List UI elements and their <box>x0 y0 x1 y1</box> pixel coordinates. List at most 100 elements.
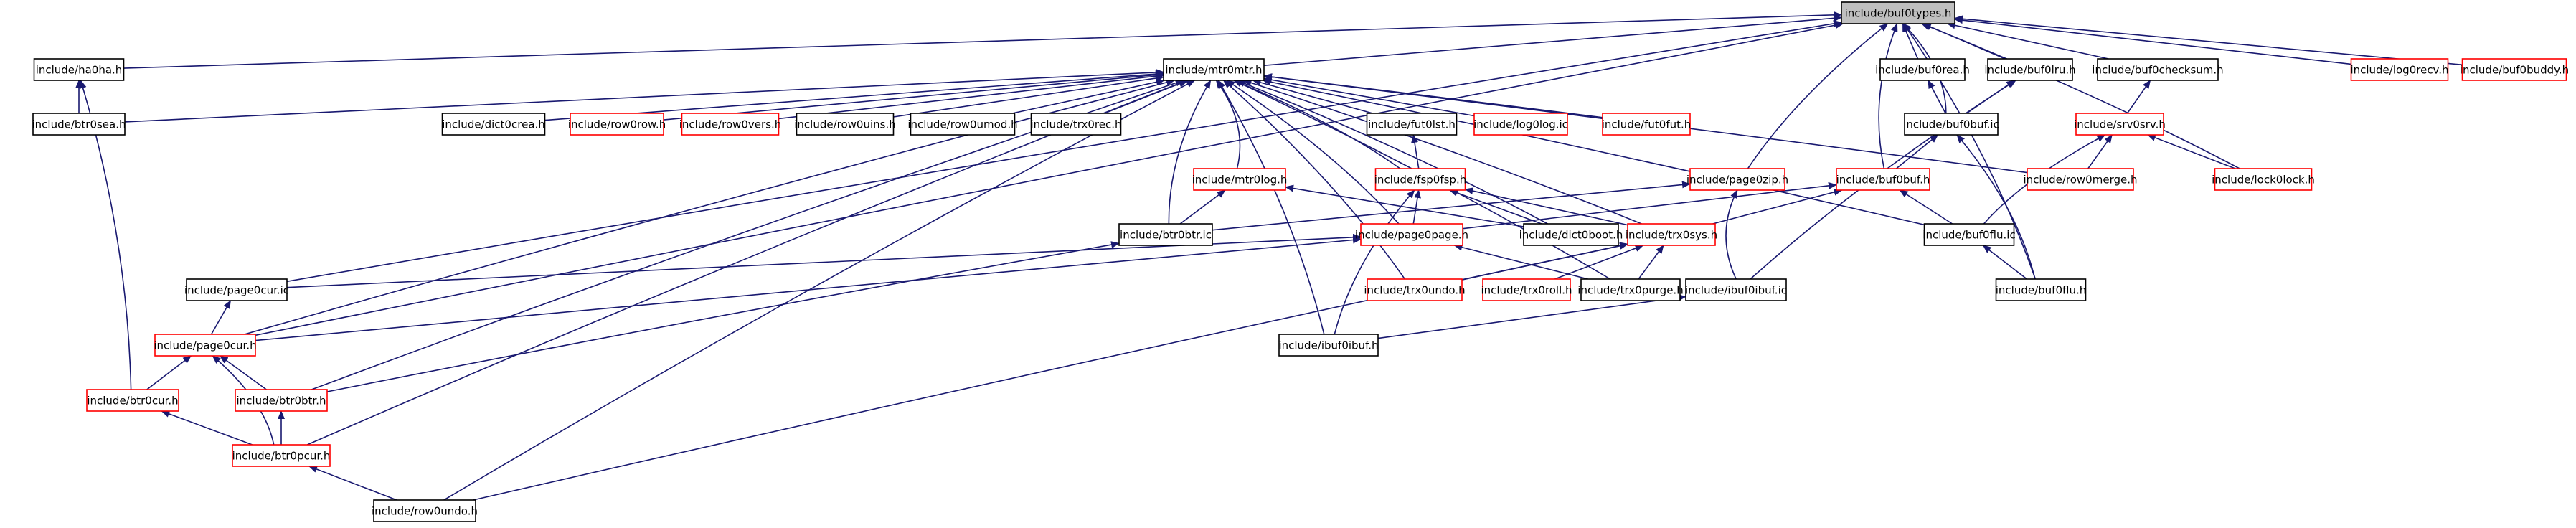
node-label-buf0checksum: include/buf0checksum.h <box>2092 64 2223 77</box>
node-label-buf0types: include/buf0types.h <box>1845 7 1952 20</box>
edge-buf0buf-to-buf0types <box>1878 23 1898 169</box>
node-label-buf0flu: include/buf0flu.h <box>1996 284 2086 297</box>
node-row0undo[interactable]: include/row0undo.h <box>372 499 478 522</box>
edge-dict0boot-to-mtr0mtr <box>1236 80 1548 225</box>
edge-ibuf0ibuf_ic-to-page0zip <box>1725 189 1738 280</box>
node-fut0fut[interactable]: include/fut0fut.h <box>1602 113 1692 136</box>
node-buf0rea[interactable]: include/buf0rea.h <box>1875 58 1970 81</box>
node-btr0btr[interactable]: include/btr0btr.h <box>235 389 328 412</box>
node-trx0undo[interactable]: include/trx0undo.h <box>1364 278 1466 301</box>
edge-lock0lock-to-srv0srv <box>2147 134 2236 169</box>
node-dict0crea[interactable]: include/dict0crea.h <box>441 113 546 136</box>
node-buf0buf[interactable]: include/buf0buf.h <box>1836 168 1930 191</box>
node-dict0boot[interactable]: include/dict0boot.h <box>1519 223 1623 246</box>
node-page0cur[interactable]: include/page0cur.h <box>154 334 257 357</box>
node-ibuf0ibuf[interactable]: include/ibuf0ibuf.h <box>1278 334 1379 357</box>
edge-log0recv-to-buf0types <box>1954 16 2351 65</box>
node-page0zip[interactable]: include/page0zip.h <box>1686 168 1788 191</box>
node-row0uins[interactable]: include/row0uins.h <box>794 113 896 136</box>
node-buf0flu[interactable]: include/buf0flu.h <box>1995 278 2087 301</box>
node-trx0rec[interactable]: include/trx0rec.h <box>1030 113 1122 136</box>
node-label-btr0btr_ic: include/btr0btr.ic <box>1120 229 1212 242</box>
edge-fsp0fsp-to-mtr0mtr <box>1233 80 1401 169</box>
node-buf0checksum[interactable]: include/buf0checksum.h <box>2092 58 2224 81</box>
edge-fsp0fsp-to-fut0lst <box>1411 134 1420 169</box>
edge-lock0lock-to-buf0types <box>1920 23 2240 169</box>
node-log0log_ic[interactable]: include/log0log.ic <box>1473 113 1568 136</box>
node-buf0buddy[interactable]: include/buf0buddy.h <box>2460 58 2569 81</box>
node-label-row0undo: include/row0undo.h <box>372 505 478 518</box>
node-trx0sys[interactable]: include/trx0sys.h <box>1626 223 1717 246</box>
node-ha0ha[interactable]: include/ha0ha.h <box>33 58 125 81</box>
node-label-row0merge: include/row0merge.h <box>2024 174 2138 187</box>
node-row0vers[interactable]: include/row0vers.h <box>679 113 782 136</box>
node-label-buf0buddy: include/buf0buddy.h <box>2460 64 2569 77</box>
edge-ibuf0ibuf-to-fsp0fsp <box>1334 189 1415 335</box>
edge-ibuf0ibuf-to-ibuf0ibuf_ic <box>1377 294 1686 339</box>
node-btr0cur[interactable]: include/btr0cur.h <box>86 389 179 412</box>
edge-trx0purge-to-page0page <box>1453 243 1588 280</box>
edge-mtr0mtr-to-buf0types <box>1263 14 1842 66</box>
node-box-trx0roll <box>1482 278 1571 301</box>
edge-btr0pcur-to-btr0cur <box>161 410 253 446</box>
node-box-log0recv <box>2350 58 2449 81</box>
edge-row0vers-to-mtr0mtr <box>778 72 1164 120</box>
node-label-fsp0fsp: include/fsp0fsp.h <box>1374 174 1466 187</box>
node-label-btr0cur: include/btr0cur.h <box>87 395 178 407</box>
node-row0merge[interactable]: include/row0merge.h <box>2024 168 2138 191</box>
node-lock0lock[interactable]: include/lock0lock.h <box>2212 168 2315 191</box>
node-trx0roll[interactable]: include/trx0roll.h <box>1481 278 1572 301</box>
node-buf0buf_ic[interactable]: include/buf0buf.ic <box>1903 113 1999 136</box>
node-box-dict0crea <box>441 113 546 136</box>
node-box-row0umod <box>910 113 1016 136</box>
node-label-ibuf0ibuf_ic: include/ibuf0ibuf.ic <box>1685 284 1787 297</box>
node-box-page0zip <box>1689 168 1785 191</box>
node-trx0purge[interactable]: include/trx0purge.h <box>1577 278 1684 301</box>
edge-buf0flu-to-buf0flu_ic <box>1982 245 2027 280</box>
node-btr0btr_ic[interactable]: include/btr0btr.ic <box>1118 223 1213 246</box>
node-row0row[interactable]: include/row0row.h <box>568 113 666 136</box>
edge-row0undo-to-mtr0mtr <box>443 80 1196 501</box>
node-btr0sea[interactable]: include/btr0sea.h <box>32 113 126 136</box>
node-label-buf0buf: include/buf0buf.h <box>1836 174 1930 187</box>
node-srv0srv[interactable]: include/srv0srv.h <box>2074 113 2166 136</box>
edge-trx0roll-to-trx0sys <box>1554 245 1644 280</box>
node-box-mtr0mtr <box>1163 58 1265 81</box>
node-fut0lst[interactable]: include/fut0lst.h <box>1366 113 1458 136</box>
node-ibuf0ibuf_ic[interactable]: include/ibuf0ibuf.ic <box>1685 278 1787 301</box>
node-label-btr0pcur: include/btr0pcur.h <box>232 450 331 463</box>
edge-mtr0log-to-mtr0mtr <box>1215 80 1241 169</box>
node-box-ibuf0ibuf_ic <box>1685 278 1787 301</box>
edge-btr0btr-to-btr0btr_ic <box>326 241 1120 392</box>
edge-page0page-to-buf0buf <box>1462 182 1837 230</box>
node-row0umod[interactable]: include/row0umod.h <box>907 113 1018 136</box>
node-buf0flu_ic[interactable]: include/buf0flu.ic <box>1922 223 2016 246</box>
node-page0page[interactable]: include/page0page.h <box>1355 223 1468 246</box>
node-mtr0mtr[interactable]: include/mtr0mtr.h <box>1163 58 1265 81</box>
node-label-page0cur: include/page0cur.h <box>154 339 256 352</box>
node-box-btr0pcur <box>232 444 331 467</box>
node-log0recv[interactable]: include/log0recv.h <box>2350 58 2449 81</box>
node-box-row0row <box>570 113 664 136</box>
node-btr0pcur[interactable]: include/btr0pcur.h <box>232 444 331 467</box>
edge-buf0flu-to-buf0types <box>1903 23 2037 280</box>
node-label-fut0lst: include/fut0lst.h <box>1368 118 1456 131</box>
node-buf0lru[interactable]: include/buf0lru.h <box>1984 58 2076 81</box>
node-fsp0fsp[interactable]: include/fsp0fsp.h <box>1374 168 1466 191</box>
edge-row0umod-to-mtr0mtr <box>1011 78 1165 114</box>
edge-btr0btr_ic-to-page0zip <box>1212 181 1691 231</box>
node-label-row0umod: include/row0umod.h <box>907 118 1017 131</box>
node-box-buf0types <box>1841 1 1955 24</box>
edge-dict0boot-to-mtr0log <box>1285 184 1524 227</box>
node-mtr0log[interactable]: include/mtr0log.h <box>1192 168 1288 191</box>
node-box-page0cur <box>154 334 256 357</box>
node-label-row0vers: include/row0vers.h <box>679 118 782 131</box>
node-box-buf0lru <box>1987 58 2073 81</box>
node-box-row0undo <box>373 499 476 522</box>
edge-btr0btr-to-page0cur <box>219 355 267 390</box>
edge-trx0undo-to-mtr0mtr <box>1222 80 1405 280</box>
node-page0cur_ic[interactable]: include/page0cur.ic <box>184 278 289 301</box>
node-box-buf0rea <box>1879 58 1966 81</box>
node-buf0types[interactable]: include/buf0types.h <box>1841 1 1955 24</box>
node-box-page0page <box>1360 223 1463 246</box>
